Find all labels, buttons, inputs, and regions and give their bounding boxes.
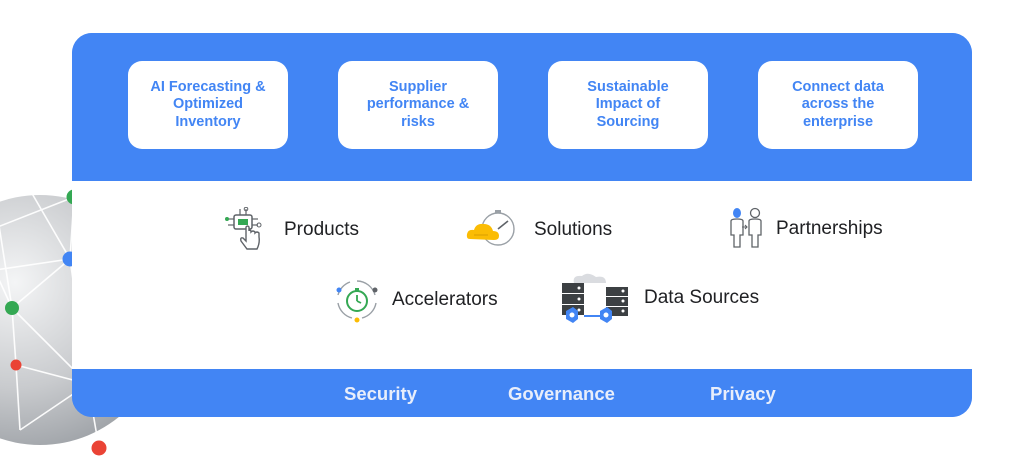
data-sources-item: Data Sources <box>558 273 759 323</box>
circuit-hand-icon <box>225 207 262 250</box>
products-item: Products <box>224 207 359 253</box>
bottom-band: Security Governance Privacy <box>72 369 972 417</box>
card-supplier-performance: Supplier performance & risks <box>338 61 498 149</box>
people-icon <box>730 207 762 248</box>
architecture-panel: AI Forecasting & Optimized Inventory Sup… <box>72 33 972 417</box>
card-ai-forecasting: AI Forecasting & Optimized Inventory <box>128 61 288 149</box>
top-band: AI Forecasting & Optimized Inventory Sup… <box>72 33 972 181</box>
servers-icon <box>562 273 628 323</box>
partnerships-item: Partnerships <box>728 207 883 251</box>
privacy-label: Privacy <box>710 383 776 404</box>
products-label: Products <box>284 219 359 240</box>
card-sustainable-impact: Sustainable Impact of Sourcing <box>548 61 708 149</box>
stopwatch-icon <box>336 280 378 323</box>
accelerators-item: Accelerators <box>334 277 498 323</box>
cloud-speed-icon <box>466 210 515 246</box>
partnerships-label: Partnerships <box>776 218 883 239</box>
middle-band: Products Solutions Partnerships <box>72 181 972 369</box>
solutions-item: Solutions <box>464 209 612 251</box>
security-label: Security <box>344 383 418 404</box>
solutions-label: Solutions <box>534 219 613 240</box>
governance-label: Governance <box>508 383 615 404</box>
accelerators-label: Accelerators <box>392 289 498 310</box>
card-connect-data: Connect data across the enterprise <box>758 61 918 149</box>
data-sources-label: Data Sources <box>644 287 760 308</box>
